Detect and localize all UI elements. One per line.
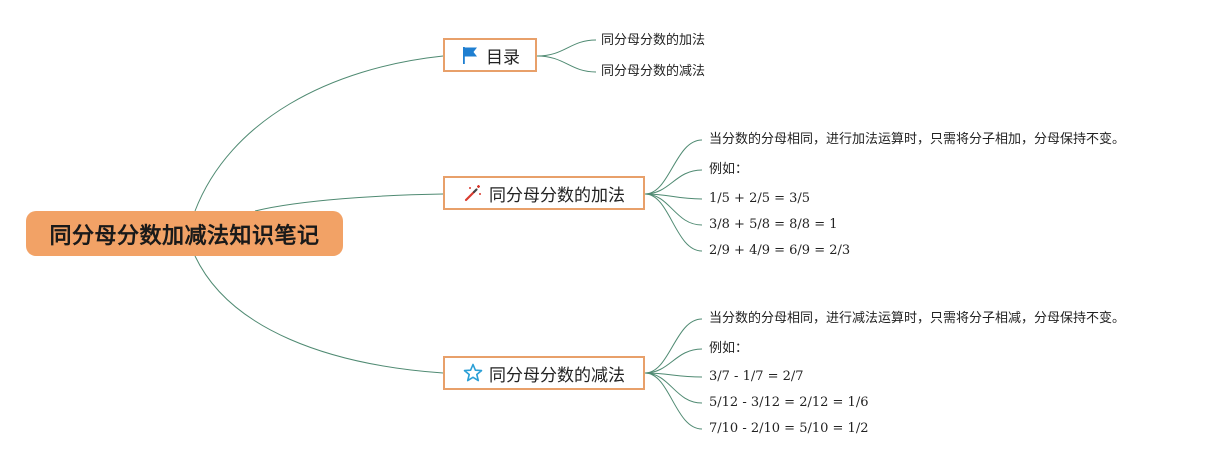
branch-label: 同分母分数的加法 bbox=[489, 185, 625, 206]
connector-sub-leaf bbox=[644, 372, 703, 430]
connector-add-leaf bbox=[644, 193, 703, 226]
addition-rule-text: 当分数的分母相同，进行加法运算时，只需将分子相加，分母保持不变。 bbox=[709, 132, 1126, 147]
connector-root-subtraction bbox=[194, 255, 444, 374]
branch-subtraction[interactable]: 同分母分数的减法 bbox=[443, 356, 645, 390]
flag-icon bbox=[460, 45, 480, 65]
root-topic-label: 同分母分数加减法知识笔记 bbox=[49, 223, 320, 249]
connector-sub-leaf bbox=[644, 372, 703, 404]
magic-wand-icon bbox=[463, 183, 483, 203]
connector-add-leaf bbox=[644, 139, 703, 195]
addition-example-3: 2/9 + 4/9 = 6/9 = 2/3 bbox=[709, 243, 851, 258]
branch-addition[interactable]: 同分母分数的加法 bbox=[443, 176, 645, 210]
addition-example-2: 3/8 + 5/8 = 8/8 = 1 bbox=[709, 217, 838, 232]
star-icon bbox=[463, 363, 483, 383]
connector-sub-leaf bbox=[644, 348, 703, 374]
root-topic[interactable]: 同分母分数加减法知识笔记 bbox=[26, 211, 343, 256]
connector-toc-leaf bbox=[536, 55, 597, 73]
connector-add-leaf bbox=[644, 169, 703, 195]
connector-root-addition bbox=[254, 193, 444, 212]
branch-toc[interactable]: 目录 bbox=[443, 38, 537, 72]
subtraction-rule-text: 当分数的分母相同，进行减法运算时，只需将分子相减，分母保持不变。 bbox=[709, 311, 1126, 326]
toc-leaf-addition[interactable]: 同分母分数的加法 bbox=[601, 33, 706, 48]
branch-label: 目录 bbox=[486, 47, 520, 68]
branch-label: 同分母分数的减法 bbox=[489, 365, 625, 386]
subtraction-example-2: 5/12 - 3/12 = 2/12 = 1/6 bbox=[709, 395, 869, 410]
addition-example-1: 1/5 + 2/5 = 3/5 bbox=[709, 191, 811, 206]
connector-sub-leaf bbox=[644, 318, 703, 374]
connector-add-leaf bbox=[644, 193, 703, 252]
toc-leaf-subtraction[interactable]: 同分母分数的减法 bbox=[601, 64, 706, 79]
connector-root-toc bbox=[194, 55, 444, 212]
subtraction-example-3: 7/10 - 2/10 = 5/10 = 1/2 bbox=[709, 421, 869, 436]
subtraction-example-1: 3/7 - 1/7 = 2/7 bbox=[709, 369, 804, 384]
addition-example-label: 例如： bbox=[709, 162, 749, 177]
subtraction-example-label: 例如： bbox=[709, 341, 749, 356]
connector-toc-leaf bbox=[536, 39, 597, 57]
